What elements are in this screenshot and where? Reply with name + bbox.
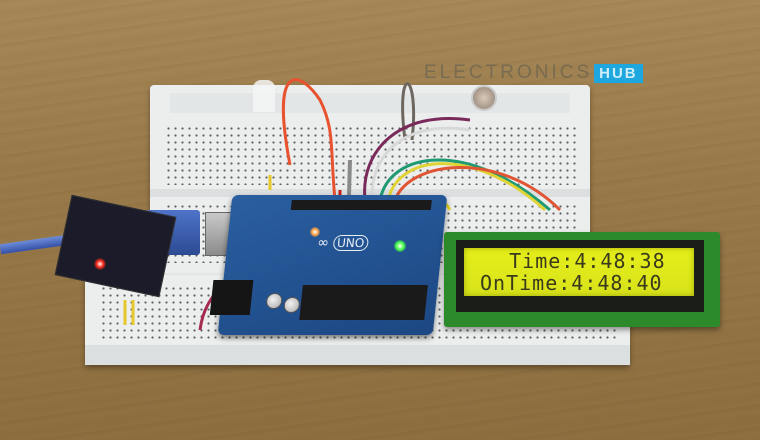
- digital-header: [290, 200, 432, 210]
- lcd-module: Time:4:48:38 OnTime:4:48:40: [444, 232, 720, 327]
- power-jack: [209, 280, 254, 315]
- power-led: [394, 240, 406, 252]
- breadboard-terminal-area: [165, 125, 580, 185]
- lcd-line-2: OnTime:4:48:40: [480, 271, 663, 295]
- breadboard-divider: [150, 189, 590, 197]
- arduino-uno-board: ∞ UNO: [209, 195, 448, 335]
- infinity-icon: ∞: [316, 235, 330, 251]
- watermark: ELECTRONICS HUB: [424, 62, 643, 84]
- board-label: UNO: [332, 235, 370, 251]
- watermark-text: ELECTRONICS: [424, 62, 593, 83]
- breadboard-front-edge: [85, 345, 630, 365]
- white-led: [253, 80, 275, 112]
- rtc-power-led: [94, 258, 106, 270]
- lcd-screen: Time:4:48:38 OnTime:4:48:40: [464, 248, 694, 296]
- lcd-bezel: Time:4:48:38 OnTime:4:48:40: [456, 240, 704, 312]
- capacitor-2: [282, 297, 301, 313]
- tx-led: [310, 227, 320, 237]
- uno-logo-area: ∞ UNO: [316, 235, 370, 251]
- ldr-sensor: [471, 85, 497, 111]
- lcd-line-1: Time:4:48:38: [470, 249, 666, 273]
- watermark-badge: HUB: [594, 63, 643, 83]
- capacitor-1: [265, 293, 284, 309]
- analog-header: [299, 285, 428, 320]
